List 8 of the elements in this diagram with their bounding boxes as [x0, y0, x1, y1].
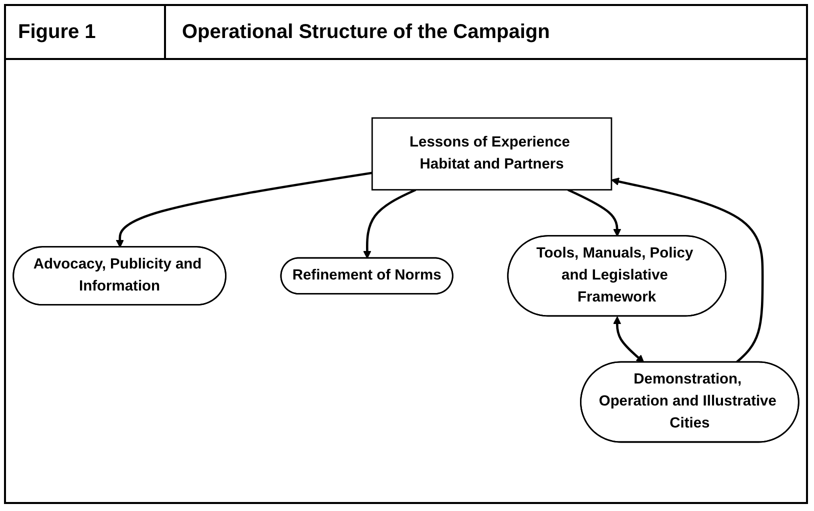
arrow — [568, 188, 622, 237]
title: Operational Structure of the Campaign — [182, 20, 550, 44]
arrow — [363, 188, 416, 259]
arrow — [116, 172, 372, 248]
arrow — [611, 178, 764, 364]
node-box: Lessons of Experience Habitat and Partners — [371, 117, 612, 190]
arrow — [613, 316, 644, 363]
figure-number: Figure 1 — [18, 20, 96, 44]
